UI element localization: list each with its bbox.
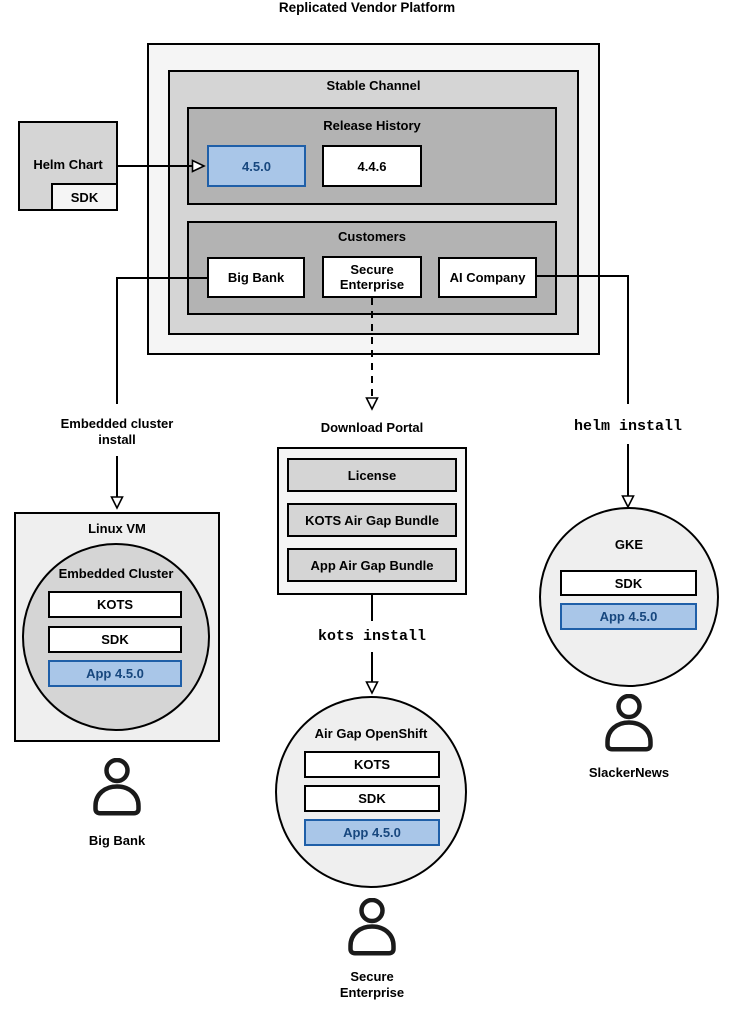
customer-secure-enterprise-box: Secure Enterprise [322,256,422,298]
big-bank-user-icon [93,758,141,816]
ai-company-arrowhead [621,495,635,509]
big-bank-arrowhead [110,496,124,510]
release-4-5-0-box: 4.5.0 [207,145,306,187]
embedded-cluster-install-label: Embedded cluster install [37,416,197,448]
openshift-sdk-box: SDK [304,785,440,812]
helm-chart-label: Helm Chart [33,157,103,172]
diagram-title: Replicated Vendor Platform [278,0,456,15]
helm-install-label: helm install [573,418,683,435]
gke-sdk-box: SDK [560,570,697,596]
slackernews-user-label: SlackerNews [588,765,670,780]
customer-big-bank-box: Big Bank [207,257,305,298]
linux-vm-sdk-box: SDK [48,626,182,653]
secure-enterprise-arrowhead [365,397,379,411]
helm-chart-sdk-box: SDK [51,183,118,211]
download-portal-label: Download Portal [320,420,424,435]
openshift-kots-box: KOTS [304,751,440,778]
kots-air-gap-bundle-box: KOTS Air Gap Bundle [287,503,457,537]
embedded-cluster-install-line1: Embedded cluster [60,416,174,431]
release-4-4-6-box: 4.4.6 [322,145,422,187]
gke-label: GKE [614,537,644,552]
license-box: License [287,458,457,492]
release-history-label: Release History [323,118,421,133]
linux-vm-label: Linux VM [88,521,146,536]
kots-install-label: kots install [317,628,427,645]
secure-enterprise-user-label: Secure Enterprise [302,969,442,1001]
secure-enterprise-user-line2: Enterprise [339,985,405,1000]
linux-vm-kots-box: KOTS [48,591,182,618]
portal-arrowhead [365,681,379,695]
stable-channel-label: Stable Channel [326,78,421,93]
app-air-gap-bundle-box: App Air Gap Bundle [287,548,457,582]
gke-app-box: App 4.5.0 [560,603,697,630]
secure-enterprise-user-line1: Secure [350,969,394,984]
gke-circle [539,507,719,687]
air-gap-openshift-label: Air Gap OpenShift [314,726,428,741]
linux-vm-app-box: App 4.5.0 [48,660,182,687]
big-bank-user-label: Big Bank [88,833,146,848]
customer-ai-company-box: AI Company [438,257,537,298]
embedded-cluster-label: Embedded Cluster [58,566,174,581]
openshift-app-box: App 4.5.0 [304,819,440,846]
slackernews-user-icon [605,694,653,752]
embedded-cluster-install-line2: install [98,432,136,447]
secure-enterprise-user-icon [348,898,396,956]
customers-label: Customers [338,229,406,244]
